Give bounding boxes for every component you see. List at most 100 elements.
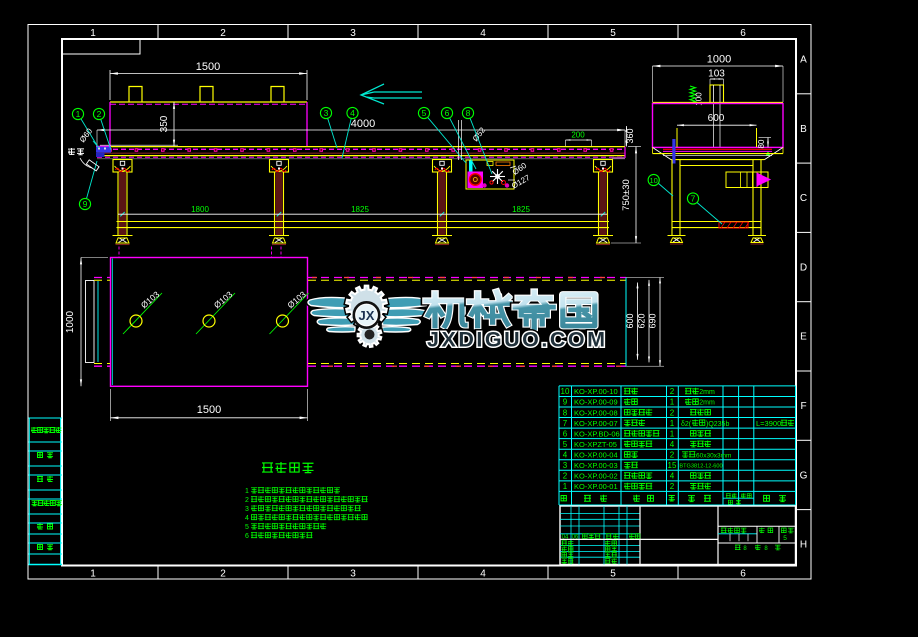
svg-text:5: 5 xyxy=(610,569,616,580)
svg-text:KO-XP.00-04: KO-XP.00-04 xyxy=(574,450,618,459)
svg-text:5: 5 xyxy=(422,108,427,118)
svg-text:1000: 1000 xyxy=(707,54,731,66)
svg-text:1: 1 xyxy=(245,488,249,495)
svg-text:1: 1 xyxy=(670,419,675,428)
svg-text:2: 2 xyxy=(670,482,675,491)
svg-text:06: 06 xyxy=(572,535,579,541)
svg-text:200: 200 xyxy=(571,131,585,140)
svg-text:60x30x3mm: 60x30x3mm xyxy=(696,452,731,459)
svg-text:1: 1 xyxy=(563,482,568,491)
svg-text:15: 15 xyxy=(668,461,677,470)
svg-text:C: C xyxy=(800,193,807,204)
svg-text:A: A xyxy=(800,55,807,66)
svg-text:1: 1 xyxy=(670,429,675,438)
svg-text:L=3900: L=3900 xyxy=(756,419,781,428)
svg-text:6: 6 xyxy=(563,429,568,438)
svg-text:5: 5 xyxy=(563,440,568,449)
svg-text:2: 2 xyxy=(670,387,675,396)
svg-text:7: 7 xyxy=(563,419,568,428)
svg-text:600: 600 xyxy=(625,313,635,328)
svg-text:JXDIGUO.COM: JXDIGUO.COM xyxy=(427,328,605,352)
svg-text:1500: 1500 xyxy=(197,404,221,416)
svg-text:2: 2 xyxy=(220,569,226,580)
svg-text:360: 360 xyxy=(625,128,635,143)
svg-text:4: 4 xyxy=(480,569,486,580)
svg-text:D: D xyxy=(800,262,807,273)
svg-text:8: 8 xyxy=(466,108,471,118)
svg-text:3: 3 xyxy=(350,569,356,580)
svg-text:BTG3812-12-600: BTG3812-12-600 xyxy=(679,464,722,470)
svg-text:KO-XP.00-10: KO-XP.00-10 xyxy=(574,387,618,396)
svg-text:2: 2 xyxy=(97,109,102,119)
svg-text:KO-XP.00-07: KO-XP.00-07 xyxy=(574,419,618,428)
svg-text:1825: 1825 xyxy=(351,205,369,214)
svg-text:6: 6 xyxy=(445,108,450,118)
svg-text:KO-XP.00-02: KO-XP.00-02 xyxy=(574,472,618,481)
svg-text:620: 620 xyxy=(637,313,647,328)
svg-text:4: 4 xyxy=(480,28,486,39)
svg-text:6: 6 xyxy=(740,28,746,39)
svg-text:6: 6 xyxy=(245,533,249,540)
svg-text:2mm: 2mm xyxy=(699,389,715,396)
svg-text:3: 3 xyxy=(563,461,568,470)
svg-text:JXDIGUO.COM: JXDIGUO.COM xyxy=(427,328,605,352)
svg-text:8: 8 xyxy=(764,546,768,552)
svg-text:2: 2 xyxy=(245,497,249,504)
svg-text:350: 350 xyxy=(159,115,170,132)
svg-text:2mm: 2mm xyxy=(699,400,715,407)
svg-text:KO-XP.BD-06: KO-XP.BD-06 xyxy=(574,429,620,438)
svg-text:8: 8 xyxy=(743,546,747,552)
svg-text:9: 9 xyxy=(83,199,88,209)
svg-text:KO-XPZT-05: KO-XPZT-05 xyxy=(574,440,617,449)
svg-text:4: 4 xyxy=(245,515,249,522)
svg-text:2: 2 xyxy=(563,472,568,481)
svg-text:4: 4 xyxy=(670,440,675,449)
svg-text:10: 10 xyxy=(561,387,570,396)
svg-text:1825: 1825 xyxy=(512,205,530,214)
svg-text:690: 690 xyxy=(648,313,658,328)
svg-text:B: B xyxy=(800,124,807,135)
svg-text:100: 100 xyxy=(695,92,704,106)
svg-text:H: H xyxy=(800,540,807,551)
svg-text:4: 4 xyxy=(670,472,675,481)
svg-text:600: 600 xyxy=(708,113,725,124)
svg-text:E: E xyxy=(800,332,807,343)
svg-text:8: 8 xyxy=(563,408,568,417)
svg-text:750±30: 750±30 xyxy=(621,179,632,211)
svg-text:)Q235b: )Q235b xyxy=(706,421,729,428)
svg-text:1000: 1000 xyxy=(65,310,76,333)
svg-text:F: F xyxy=(800,401,806,412)
svg-text:JX: JX xyxy=(359,308,375,323)
svg-text:5: 5 xyxy=(245,524,249,531)
svg-text:10: 10 xyxy=(650,176,658,185)
svg-text:KO-XP.00-01: KO-XP.00-01 xyxy=(574,482,618,491)
svg-text:3: 3 xyxy=(324,108,329,118)
svg-text:3: 3 xyxy=(245,506,249,513)
svg-text:δ2(: δ2( xyxy=(681,421,692,428)
svg-text:1: 1 xyxy=(90,569,96,580)
svg-text:KO-XP.00-03: KO-XP.00-03 xyxy=(574,461,618,470)
svg-text:04: 04 xyxy=(562,535,569,541)
svg-text:2: 2 xyxy=(670,450,675,459)
svg-text:1800: 1800 xyxy=(191,205,209,214)
svg-text:2: 2 xyxy=(220,28,226,39)
svg-text:1500: 1500 xyxy=(196,61,220,73)
svg-text:1: 1 xyxy=(670,398,675,407)
svg-text:2: 2 xyxy=(670,408,675,417)
svg-text:4000: 4000 xyxy=(351,118,375,130)
svg-text:KO-XP.00-09: KO-XP.00-09 xyxy=(574,398,618,407)
svg-text:4: 4 xyxy=(563,450,568,459)
svg-text:1: 1 xyxy=(76,109,81,119)
svg-text:JXDIGUO.COM: JXDIGUO.COM xyxy=(427,328,605,352)
svg-text:5: 5 xyxy=(610,28,616,39)
svg-text:KO-XP.00-08: KO-XP.00-08 xyxy=(574,408,618,417)
svg-text:9: 9 xyxy=(563,398,568,407)
svg-text:4: 4 xyxy=(350,108,355,118)
svg-text:80: 80 xyxy=(757,139,766,148)
svg-text:G: G xyxy=(800,470,808,481)
svg-text:1: 1 xyxy=(90,28,96,39)
svg-text:103: 103 xyxy=(708,69,725,80)
svg-text:6: 6 xyxy=(740,569,746,580)
svg-text:7: 7 xyxy=(691,194,696,204)
svg-text:3: 3 xyxy=(350,28,356,39)
